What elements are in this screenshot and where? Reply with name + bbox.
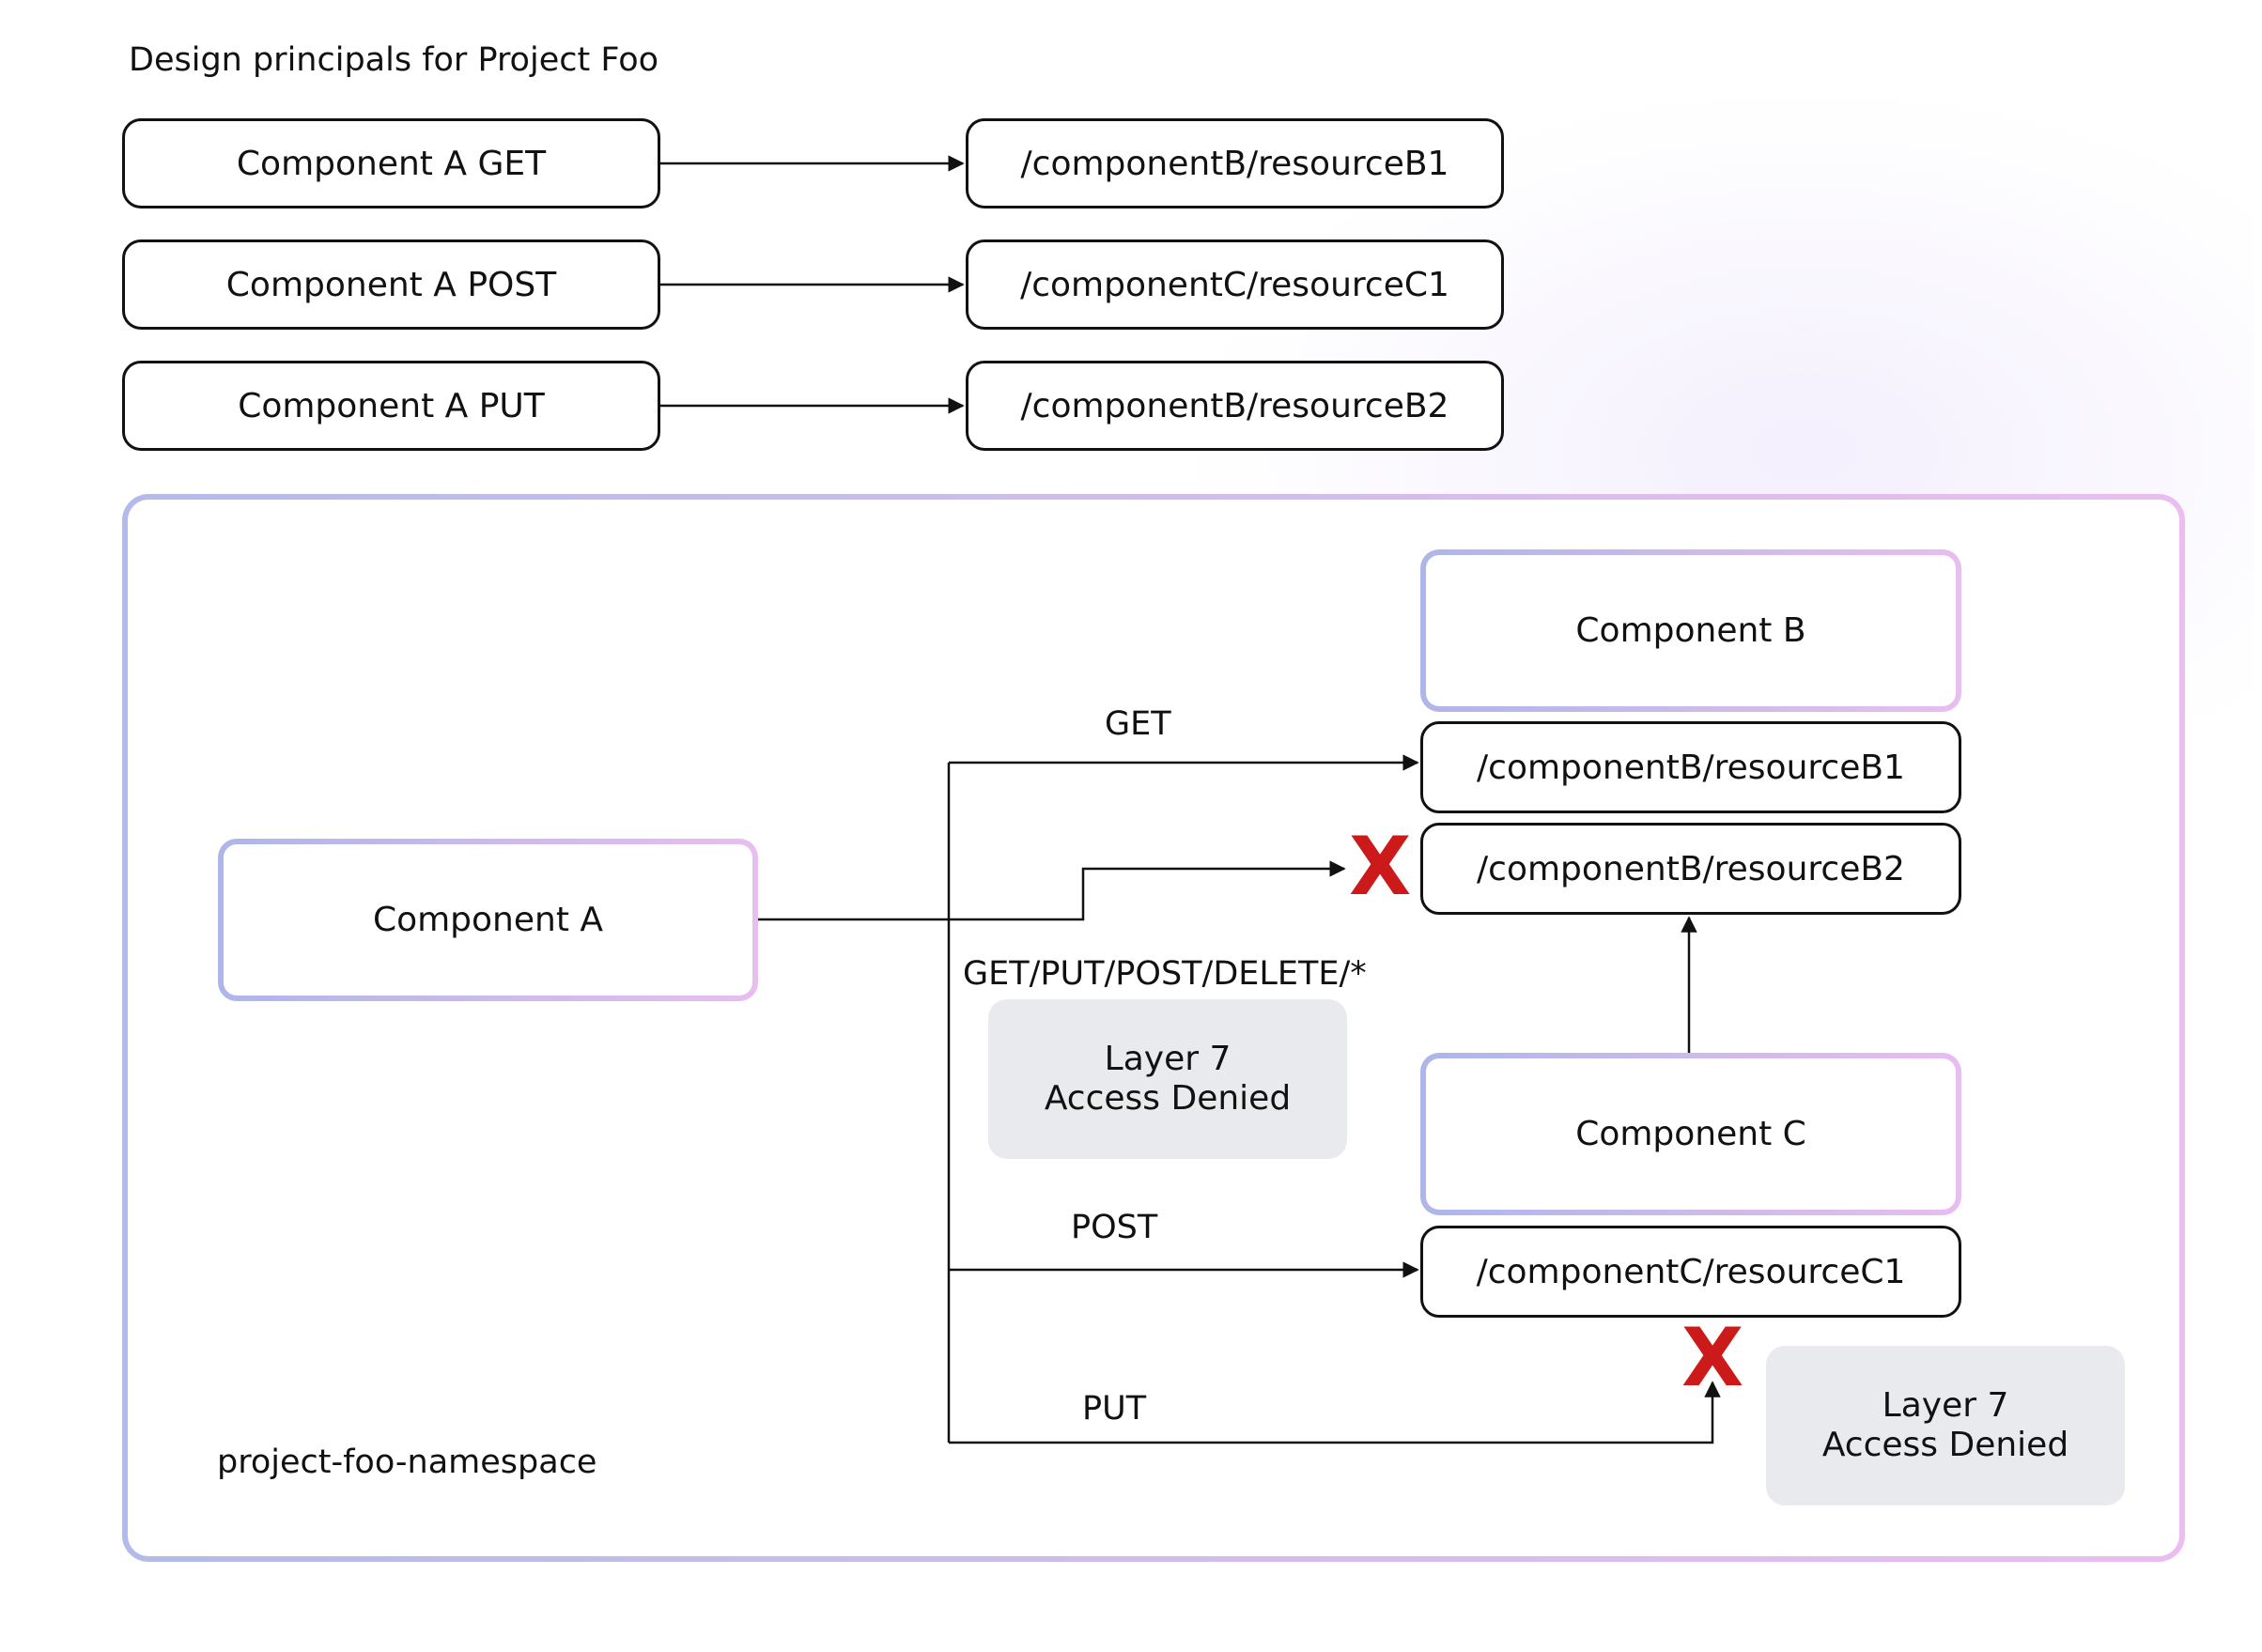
denied-box-1-line1: Layer 7: [1104, 1040, 1232, 1078]
rule-source-get: Component A GET: [122, 118, 660, 208]
deny-x-b2: X: [1349, 820, 1412, 914]
denied-box-2-line1: Layer 7: [1882, 1386, 2009, 1425]
edge-put-arrow: [949, 1381, 1721, 1444]
edge-all-label: GET/PUT/POST/DELETE/*: [963, 955, 1367, 993]
component-a: Component A: [218, 839, 758, 1001]
edge-get-label: GET: [1105, 705, 1171, 743]
rule-source-put: Component A PUT: [122, 361, 660, 451]
component-b-label: Component B: [1426, 555, 1956, 706]
diagram-title: Design principals for Project Foo: [129, 41, 659, 79]
rule-target-b2-label: /componentB/resourceB2: [1020, 386, 1449, 425]
edge-put-label: PUT: [1082, 1390, 1147, 1428]
denied-box-2-line2: Access Denied: [1821, 1426, 2069, 1464]
resource-b1: /componentB/resourceB1: [1420, 721, 1961, 813]
resource-b2-label: /componentB/resourceB2: [1477, 849, 1905, 888]
denied-box-1-line2: Access Denied: [1044, 1079, 1292, 1118]
resource-b1-label: /componentB/resourceB1: [1477, 748, 1905, 787]
rule-target-b2: /componentB/resourceB2: [966, 361, 1504, 451]
denied-box-2: Layer 7 Access Denied: [1766, 1346, 2125, 1505]
rule-target-b1: /componentB/resourceB1: [966, 118, 1504, 208]
edge-post-label: POST: [1071, 1209, 1158, 1246]
resource-b2: /componentB/resourceB2: [1420, 823, 1961, 915]
denied-box-1: Layer 7 Access Denied: [988, 999, 1347, 1159]
component-b: Component B: [1420, 549, 1961, 712]
rule-source-get-label: Component A GET: [236, 144, 547, 183]
component-c-label: Component C: [1426, 1058, 1956, 1210]
rule-source-post: Component A POST: [122, 239, 660, 330]
namespace-label: project-foo-namespace: [217, 1444, 597, 1481]
edge-all-arrow: [949, 860, 1346, 921]
resource-c1-label: /componentC/resourceC1: [1476, 1252, 1906, 1291]
rule-target-c1: /componentC/resourceC1: [966, 239, 1504, 330]
component-c: Component C: [1420, 1053, 1961, 1215]
component-a-label: Component A: [224, 844, 752, 996]
rule-target-b1-label: /componentB/resourceB1: [1020, 144, 1449, 183]
rule-target-c1-label: /componentC/resourceC1: [1020, 265, 1449, 304]
rule-source-post-label: Component A POST: [225, 265, 557, 304]
resource-c1: /componentC/resourceC1: [1420, 1226, 1961, 1318]
rule-source-put-label: Component A PUT: [238, 386, 545, 425]
deny-x-c1: X: [1681, 1311, 1744, 1405]
